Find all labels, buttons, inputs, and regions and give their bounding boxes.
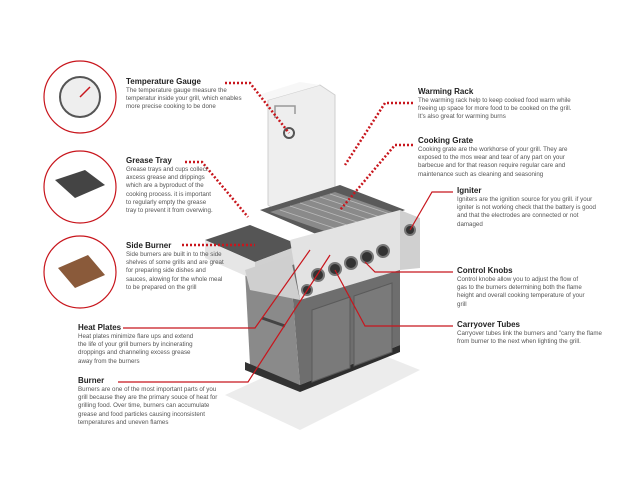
- cabinet-door-right: [353, 282, 393, 367]
- callout-desc: The temperature gauge measure the temper…: [126, 87, 242, 111]
- callout-desc: The warming rack help to keep cooked foo…: [418, 97, 572, 121]
- callout-title: Side Burner: [126, 241, 172, 250]
- callout-warming-rack: Warming Rack The warming rack help to ke…: [418, 87, 576, 122]
- detail-circles: [43, 60, 117, 309]
- cabinet-door-left: [311, 296, 351, 383]
- callout-title: Control Knobs: [457, 266, 513, 275]
- callout-igniter: Igniter Igniters are the ignition source…: [457, 186, 603, 229]
- callout-temperature-gauge: Temperature Gauge The temperature gauge …: [126, 77, 251, 112]
- callout-title: Carryover Tubes: [457, 320, 520, 329]
- leader-lines: [118, 81, 453, 383]
- callout-title: Grease Tray: [126, 156, 172, 165]
- hood-lid: [255, 82, 336, 216]
- callout-desc: Heat plates minimize flare ups and exten…: [78, 333, 194, 365]
- lid-handle: [274, 105, 296, 118]
- callout-heat-plates: Heat Plates Heat plates minimize flare u…: [78, 323, 196, 366]
- callout-title: Cooking Grate: [418, 136, 474, 145]
- side-burner-housing: [400, 210, 420, 270]
- callout-title: Igniter: [457, 186, 482, 195]
- callout-title: Warming Rack: [418, 87, 474, 96]
- callout-grease-tray: Grease Tray Grease trays and cups collec…: [126, 156, 214, 215]
- callout-title: Heat Plates: [78, 323, 122, 332]
- callout-control-knobs: Control Knobs Control knobe allow you to…: [457, 266, 585, 309]
- callout-desc: Igniters are the ignition source for you…: [457, 196, 596, 228]
- callout-side-burner: Side Burner Side burners are built in to…: [126, 241, 224, 292]
- callout-desc: Carryover tubes link the burners and "ca…: [457, 330, 602, 346]
- callout-desc: Burners are one of the most important pa…: [78, 386, 218, 426]
- callout-burner: Burner Burners are one of the most impor…: [78, 376, 224, 427]
- cooking-grate: [270, 192, 395, 233]
- callout-carryover-tubes: Carryover Tubes Carryover tubes link the…: [457, 320, 607, 346]
- callout-desc: Cooking grate are the workhorse of your …: [418, 146, 568, 178]
- callout-title: Temperature Gauge: [126, 77, 201, 86]
- temperature-gauge-icon: [283, 127, 295, 139]
- callout-desc: Control knobe allow you to adjust the fl…: [457, 276, 585, 308]
- callout-title: Burner: [78, 376, 105, 385]
- side-shelf-top: [205, 225, 300, 262]
- side-shelf-front: [205, 240, 255, 280]
- callout-cooking-grate: Cooking Grate Cooking grate are the work…: [418, 136, 576, 179]
- callout-desc: Side burners are built in to the side sh…: [126, 251, 224, 291]
- callout-desc: Grease trays and cups collect axcess gre…: [126, 166, 213, 215]
